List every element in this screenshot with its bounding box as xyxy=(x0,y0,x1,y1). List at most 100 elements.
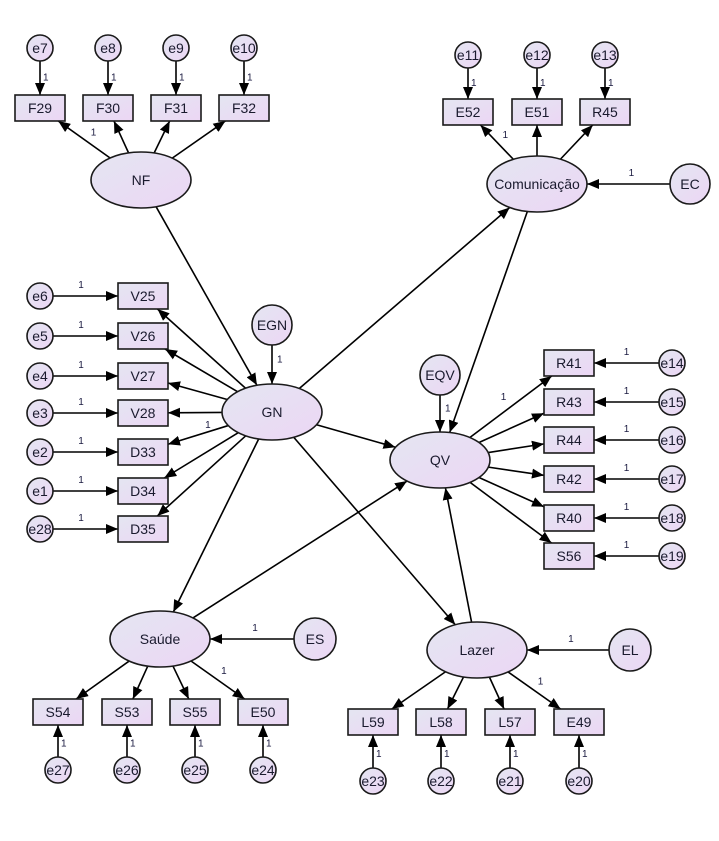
structural-path-gn-to-comunicacao[interactable] xyxy=(298,206,511,390)
indicator-r43[interactable] xyxy=(543,388,595,416)
indicator-r42[interactable] xyxy=(543,465,595,493)
indicator-e50[interactable] xyxy=(237,698,289,726)
loading-path-e49[interactable] xyxy=(507,671,562,710)
error-e7[interactable] xyxy=(26,34,54,62)
error-e1[interactable] xyxy=(26,477,54,505)
error-e6[interactable] xyxy=(26,282,54,310)
loading-path-e52[interactable] xyxy=(479,124,514,160)
error-e10[interactable] xyxy=(230,34,258,62)
loading-path-r40[interactable] xyxy=(478,476,545,508)
indicator-d34[interactable] xyxy=(117,477,169,505)
indicator-r40[interactable] xyxy=(543,504,595,532)
error-e2[interactable] xyxy=(26,438,54,466)
indicator-f29[interactable] xyxy=(14,94,66,122)
error-e3[interactable] xyxy=(26,399,54,427)
indicator-s55[interactable] xyxy=(169,698,221,726)
structural-path-gn-to-lazer[interactable] xyxy=(293,436,456,626)
indicator-s56[interactable] xyxy=(543,542,595,570)
error-e28[interactable] xyxy=(26,515,54,543)
disturbance-egn[interactable] xyxy=(251,304,293,346)
loading-path-l58[interactable] xyxy=(446,676,465,710)
indicator-f31[interactable] xyxy=(150,94,202,122)
error-e22[interactable] xyxy=(427,767,455,795)
error-e23[interactable] xyxy=(359,767,387,795)
indicator-v27[interactable] xyxy=(117,362,169,390)
latent-saude[interactable] xyxy=(109,610,211,668)
structural-path-comunicacao-to-qv[interactable] xyxy=(448,211,529,433)
loading-path-s54[interactable] xyxy=(75,660,130,700)
loading-path-s55[interactable] xyxy=(172,665,190,700)
loading-path-l59[interactable] xyxy=(391,671,447,710)
loading-path-d33[interactable] xyxy=(167,424,229,446)
error-e16[interactable] xyxy=(658,426,686,454)
structural-path-gn-to-qv[interactable] xyxy=(316,423,396,449)
disturbance-es[interactable] xyxy=(293,617,337,661)
disturbance-ec[interactable] xyxy=(669,163,711,205)
indicator-f30[interactable] xyxy=(82,94,134,122)
error-e14[interactable] xyxy=(658,349,686,377)
loading-path-v27[interactable] xyxy=(167,381,228,401)
loading-path-r43[interactable] xyxy=(478,412,545,444)
indicator-r41[interactable] xyxy=(543,349,595,377)
error-e13[interactable] xyxy=(591,41,619,69)
indicator-s54[interactable] xyxy=(32,698,84,726)
loading-path-f29[interactable] xyxy=(57,120,111,159)
loading-path-f31[interactable] xyxy=(153,120,171,154)
error-e27[interactable] xyxy=(44,756,72,784)
loading-path-f30[interactable] xyxy=(113,120,130,154)
structural-path-lazer-to-qv[interactable] xyxy=(442,487,473,623)
loading-path-v26[interactable] xyxy=(164,348,238,393)
loading-path-l57[interactable] xyxy=(488,676,505,710)
error-e8[interactable] xyxy=(94,34,122,62)
indicator-r44[interactable] xyxy=(543,426,595,454)
indicator-l57[interactable] xyxy=(484,708,536,736)
error-e20[interactable] xyxy=(565,767,593,795)
error-e4[interactable] xyxy=(26,362,54,390)
loading-path-f32[interactable] xyxy=(171,120,226,159)
loading-path-r42[interactable] xyxy=(488,466,545,479)
loading-path-r44[interactable] xyxy=(488,440,545,454)
error-e19[interactable] xyxy=(658,542,686,570)
indicator-e49[interactable] xyxy=(553,708,605,736)
loading-path-d34[interactable] xyxy=(163,431,239,479)
error-e24[interactable] xyxy=(249,756,277,784)
error-e17[interactable] xyxy=(658,465,686,493)
loading-path-r41[interactable] xyxy=(469,375,553,439)
latent-gn[interactable] xyxy=(221,383,323,441)
loading-path-s53[interactable] xyxy=(132,665,149,700)
structural-path-nf-to-gn[interactable] xyxy=(155,206,258,386)
latent-qv[interactable] xyxy=(389,431,491,489)
indicator-e51[interactable] xyxy=(511,98,563,126)
latent-comunicacao[interactable] xyxy=(486,155,588,213)
indicator-v25[interactable] xyxy=(117,282,169,310)
loading-path-e50[interactable] xyxy=(190,660,246,700)
indicator-e52[interactable] xyxy=(442,98,494,126)
indicator-l59[interactable] xyxy=(347,708,399,736)
indicator-v26[interactable] xyxy=(117,322,169,350)
loading-path-r45[interactable] xyxy=(559,124,594,160)
structural-path-gn-to-saude[interactable] xyxy=(172,438,260,613)
error-e26[interactable] xyxy=(113,756,141,784)
indicator-d35[interactable] xyxy=(117,515,169,543)
disturbance-eqv[interactable] xyxy=(419,354,461,396)
indicator-s53[interactable] xyxy=(101,698,153,726)
error-e25[interactable] xyxy=(181,756,209,784)
indicator-f32[interactable] xyxy=(218,94,270,122)
error-e9[interactable] xyxy=(162,34,190,62)
indicator-l58[interactable] xyxy=(415,708,467,736)
loading-path-d35[interactable] xyxy=(156,435,247,517)
error-e5[interactable] xyxy=(26,322,54,350)
loading-path-v25[interactable] xyxy=(156,308,247,389)
structural-path-saude-to-qv[interactable] xyxy=(192,480,408,619)
latent-nf[interactable] xyxy=(90,151,192,209)
error-e15[interactable] xyxy=(658,388,686,416)
indicator-v28[interactable] xyxy=(117,399,169,427)
indicator-d33[interactable] xyxy=(117,438,169,466)
disturbance-el[interactable] xyxy=(608,628,652,672)
latent-lazer[interactable] xyxy=(426,621,528,679)
error-e21[interactable] xyxy=(496,767,524,795)
loading-path-s56[interactable] xyxy=(469,481,553,544)
error-e18[interactable] xyxy=(658,504,686,532)
indicator-r45[interactable] xyxy=(579,98,631,126)
error-e12[interactable] xyxy=(523,41,551,69)
